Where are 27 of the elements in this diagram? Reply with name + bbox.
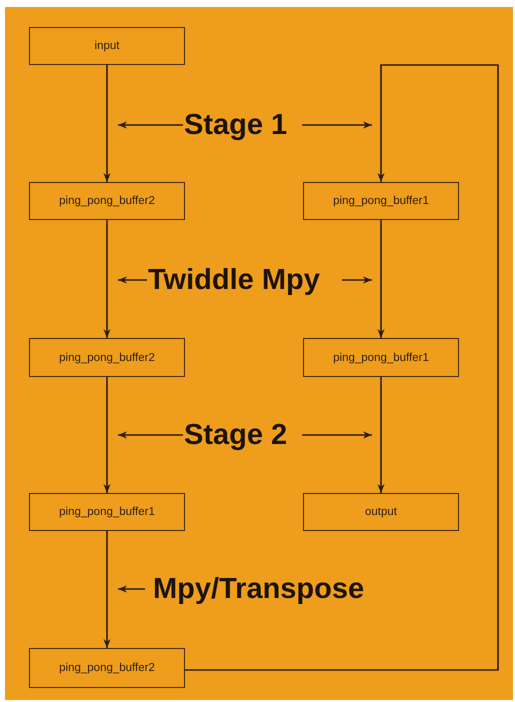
arrow (377, 377, 385, 493)
arrow (185, 64, 499, 671)
stage-label: Stage 1 (184, 111, 288, 140)
box-label: ping_pong_buffer2 (59, 662, 155, 674)
process-box (303, 182, 459, 220)
process-box (29, 27, 185, 65)
process-box (29, 648, 185, 688)
process-box (303, 493, 459, 531)
box-label: ping_pong_buffer1 (333, 352, 429, 364)
process-box (29, 338, 185, 377)
stage-label: Twiddle Mpy (148, 266, 320, 295)
arrow (103, 220, 111, 338)
box-label: input (94, 40, 120, 52)
process-box (29, 493, 185, 531)
arrow (103, 531, 111, 648)
box-label: ping_pong_buffer2 (59, 195, 155, 207)
stage-label: Mpy/Transpose (153, 575, 364, 604)
process-box (303, 338, 459, 377)
arrow (377, 220, 385, 338)
stage-label: Stage 2 (184, 421, 288, 450)
box-label: output (365, 506, 397, 518)
box-label: ping_pong_buffer2 (59, 352, 155, 364)
arrow (103, 377, 111, 493)
process-box (29, 182, 185, 220)
box-label: ping_pong_buffer1 (333, 195, 429, 207)
arrow (103, 65, 111, 182)
box-label: ping_pong_buffer1 (59, 506, 155, 518)
